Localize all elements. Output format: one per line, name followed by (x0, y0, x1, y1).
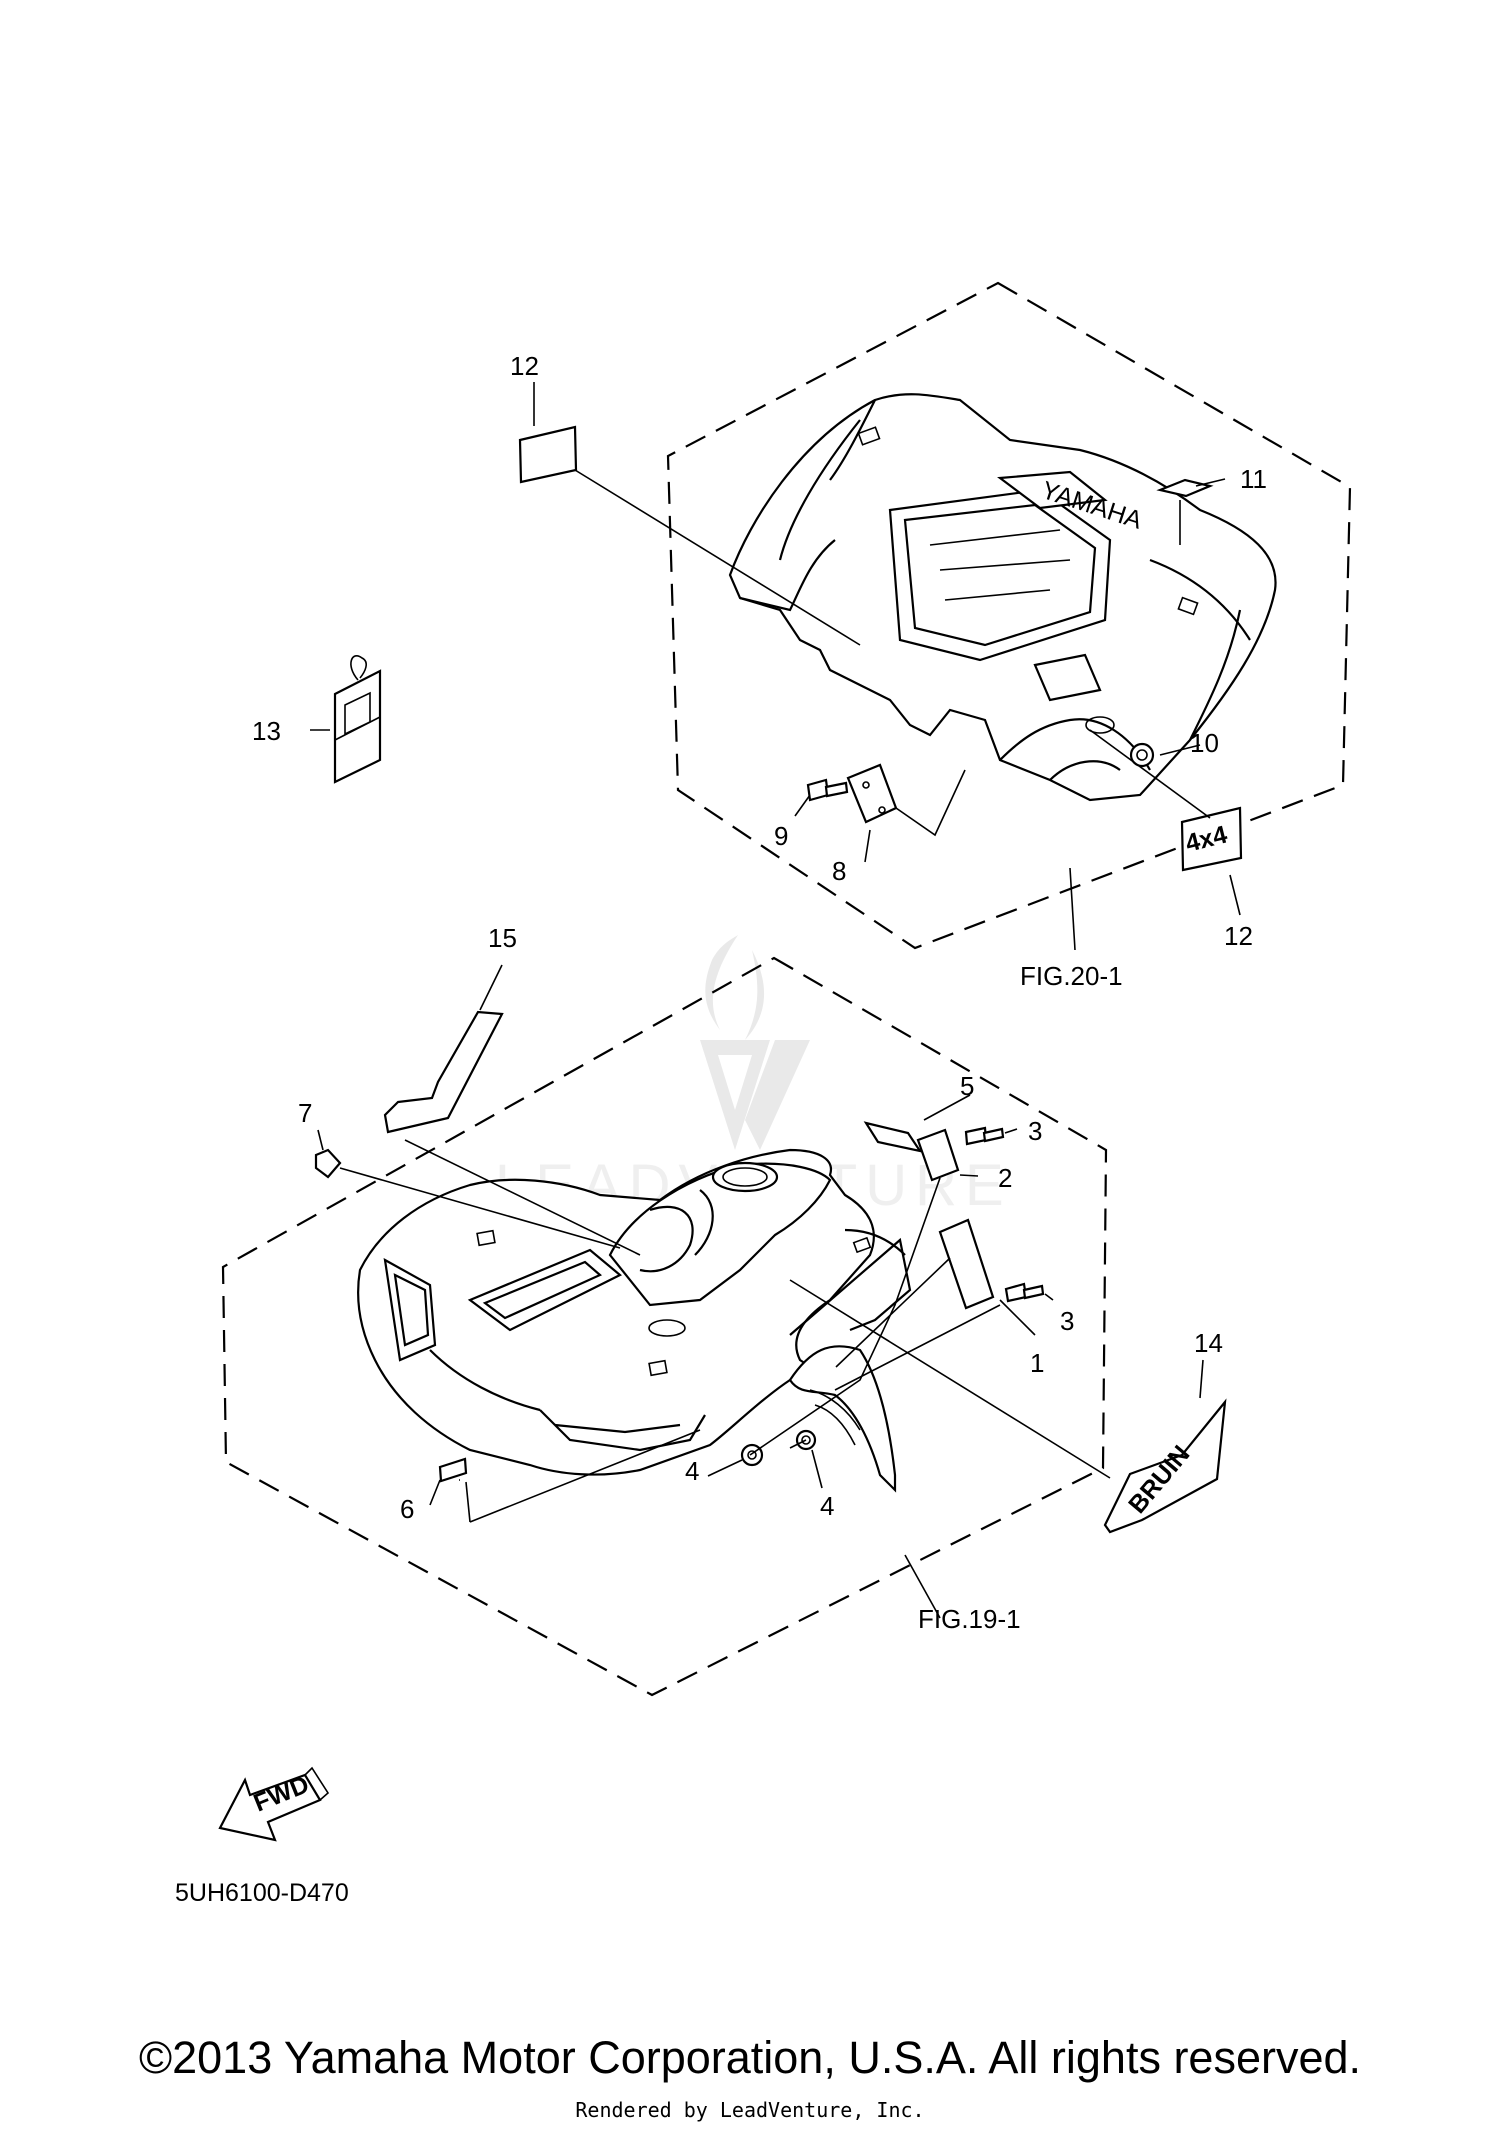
part-12-decal-4x4: 4x4 (1180, 806, 1243, 872)
forward-arrow-icon: FWD (218, 1766, 330, 1842)
callout-3-lower: 3 (1060, 1306, 1074, 1336)
part-5-decal (863, 1121, 923, 1153)
callout-4-right: 4 (820, 1491, 834, 1521)
part-8-plate (846, 763, 898, 824)
part-14-decal-bruin: BRUIN (1103, 1398, 1227, 1534)
callout-15: 15 (488, 923, 517, 953)
callout-12-upper: 12 (510, 351, 539, 381)
copyright-notice: ©2013 Yamaha Motor Corporation, U.S.A. A… (138, 2032, 1362, 2083)
callout-9: 9 (774, 821, 788, 851)
diagram-code: 5UH6100-D470 (175, 1879, 349, 1907)
part-15-decal (383, 1010, 504, 1134)
callout-8: 8 (832, 856, 846, 886)
leader-lines (310, 382, 1241, 1619)
rear-fender: YAMAHA (728, 393, 1277, 802)
rendered-by-credit: Rendered by LeadVenture, Inc. (575, 2098, 925, 2122)
callout-12-lower: 12 (1224, 921, 1253, 951)
part-1-plate (938, 1218, 995, 1310)
part-9-bolt (806, 778, 849, 802)
part-11-decal (1156, 478, 1214, 498)
callout-3-upper: 3 (1028, 1116, 1042, 1146)
part-2-plate (916, 1128, 960, 1182)
callout-1: 1 (1030, 1348, 1044, 1378)
figure-ref-rear: FIG.20-1 (1020, 961, 1123, 991)
callout-10: 10 (1190, 728, 1219, 758)
part-7-emblem (314, 1148, 342, 1179)
callout-13: 13 (252, 716, 281, 746)
part-3-bolt-upper (964, 1126, 1005, 1146)
callout-2: 2 (998, 1163, 1012, 1193)
callout-7: 7 (298, 1098, 312, 1128)
front-fender (357, 1148, 912, 1493)
callout-6: 6 (400, 1494, 414, 1524)
part-6-decal (438, 1457, 468, 1483)
rear-fender-assembly-outline (666, 281, 1352, 950)
part-12-decal-upper (518, 425, 578, 484)
part-10-grommet (1129, 742, 1155, 768)
part-13-tag (333, 655, 382, 784)
front-fender-assembly-outline (221, 956, 1108, 1697)
callout-4-left: 4 (685, 1456, 699, 1486)
callout-11: 11 (1240, 464, 1267, 494)
callout-14: 14 (1194, 1328, 1223, 1358)
figure-ref-front: FIG.19-1 (918, 1604, 1021, 1634)
part-3-bolt-lower (1004, 1282, 1045, 1303)
callout-5: 5 (960, 1071, 974, 1101)
